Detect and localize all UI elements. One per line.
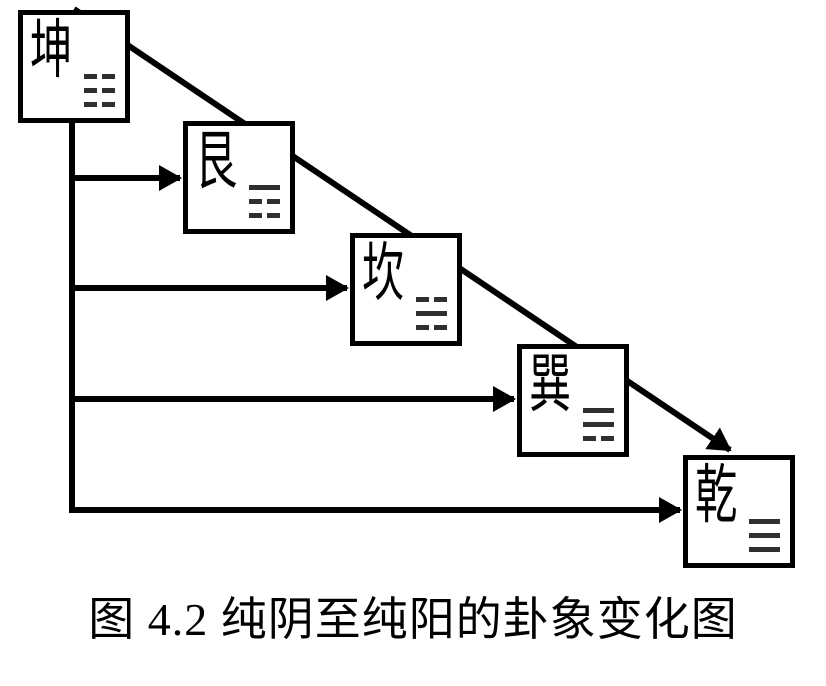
trigram-symbol-gen-icon: [249, 185, 280, 218]
trigram-label-kan: 坎: [362, 238, 405, 309]
diagonal-arrow-kun-to-qian: [72, 6, 732, 453]
trigram-symbol-kun-icon: [84, 74, 115, 107]
trigram-label-gen: 艮: [195, 126, 238, 197]
trigram-symbol-kan-icon: [416, 297, 447, 330]
trigram-box-qian: 乾: [683, 455, 795, 568]
trigram-box-kun: 坤: [18, 10, 130, 123]
trigram-box-gen: 艮: [183, 121, 295, 234]
trigram-box-kan: 坎: [350, 233, 462, 346]
trigram-box-xun: 巽: [517, 344, 629, 457]
trigram-label-qian: 乾: [695, 460, 738, 531]
trigram-label-xun: 巽: [529, 349, 572, 420]
trigram-symbol-qian-icon: [749, 519, 780, 552]
trigram-label-kun: 坤: [30, 15, 73, 86]
figure-caption: 图 4.2 纯阴至纯阳的卦象变化图: [88, 594, 738, 645]
trigram-symbol-xun-icon: [583, 408, 614, 441]
